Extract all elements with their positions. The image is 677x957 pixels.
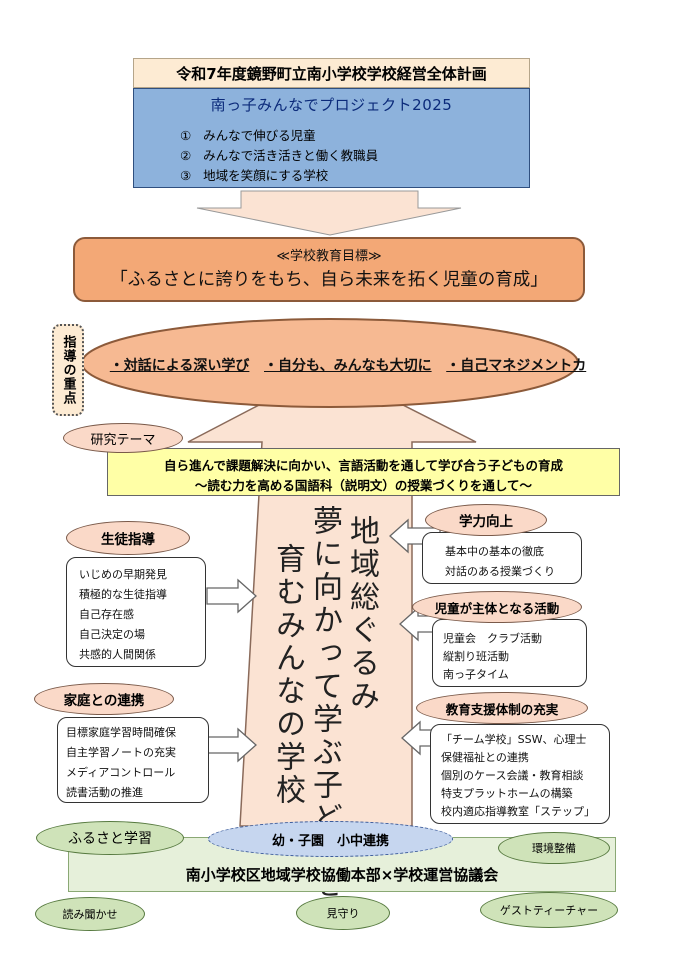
support-title: 教育支援体制の充実 (416, 692, 588, 724)
environment-oval: 環境整備 (498, 832, 610, 864)
research-theme-line2: ～読む力を高める国語科（説明文）の授業づくりを通して～ (194, 478, 533, 493)
down-arrow (196, 190, 462, 236)
list-item: 自己決定の場 (79, 628, 145, 641)
project-item-text: みんなで活き活きと働く教職員 (203, 148, 379, 163)
list-item: いじめの早期発見 (79, 568, 167, 581)
student-led-title: 児童が主体となる活動 (412, 591, 582, 623)
academic-list: 基本中の基本の徹底 対話のある授業づくり (422, 532, 582, 584)
project-title: 南っ子みんなでプロジェクト2025 (210, 96, 453, 114)
list-item: 基本中の基本の徹底 (445, 545, 544, 558)
list-item: 縦割り班活動 (443, 650, 509, 663)
central-text-col3: 育むみんなの学校 (270, 543, 305, 807)
list-item: 児童会 クラブ活動 (443, 632, 542, 645)
focus-item: ・自己マネジメントカ (446, 358, 587, 374)
focus-items: ・対話による深い学び ・自分も、みんなも大切に ・自己マネジメントカ (88, 355, 608, 375)
goal-label: ≪学校教育目標≫ (276, 249, 382, 264)
list-item: メディアコントロール (66, 766, 176, 779)
project-item-number: ③ (180, 168, 192, 183)
list-item: 共感的人間関係 (79, 648, 156, 661)
arrow-right-guidance (206, 578, 257, 614)
family-list: 目標家庭学習時間確保 自主学習ノートの充実 メディアコントロール 読書活動の推進 (57, 717, 209, 803)
project-item-number: ① (180, 128, 192, 143)
research-theme-line1: 自ら進んで課題解決に向かい、言語活動を通して学び合う子どもの育成 (163, 458, 563, 473)
list-item: 特支プラットホームの構築 (441, 787, 573, 800)
list-item: 積極的な生徒指導 (79, 588, 167, 601)
guest-teacher-oval: ゲストティーチャー (480, 892, 618, 928)
furusato-oval: ふるさと学習 (36, 821, 184, 855)
plan-title: 令和7年度鏡野町立南小学校学校経営全体計画 (133, 58, 530, 88)
support-list: 「チーム学校」SSW、心理士 保健福祉との連携 個別のケース会議・教育相談 特支… (430, 724, 610, 824)
list-item: 目標家庭学習時間確保 (66, 726, 176, 739)
list-item: 保健福祉との連携 (441, 751, 529, 764)
school-goal-box: ≪学校教育目標≫ 「ふるさとに誇りをもち、自ら未来を拓く児童の育成」 (73, 237, 585, 302)
project-item-text: 地域を笑顔にする学校 (203, 168, 329, 183)
focus-item: ・対話による深い学び (109, 358, 250, 374)
list-item: 「チーム学校」SSW、心理士 (441, 733, 587, 746)
list-item: 個別のケース会議・教育相談 (441, 769, 584, 782)
project-box: 南っ子みんなでプロジェクト2025 ① みんなで伸びる児童 ② みんなで活き活き… (133, 88, 530, 188)
focus-item: ・自分も、みんなも大切に (264, 358, 432, 374)
project-item: ② みんなで活き活きと働く教職員 (180, 145, 378, 164)
academic-title: 学力向上 (425, 504, 547, 536)
research-theme-tag: 研究テーマ (63, 423, 183, 453)
list-item: 読書活動の推進 (66, 786, 143, 799)
arrow-right-family (206, 727, 257, 763)
family-title: 家庭との連携 (34, 683, 174, 715)
goal-text: 「ふるさとに誇りをもち、自ら未来を拓く児童の育成」 (110, 270, 548, 290)
student-guidance-list: いじめの早期発見 積極的な生徒指導 自己存在感 自己決定の場 共感的人間関係 (66, 557, 206, 667)
community-title: 南小学校区地域学校協働本部×学校運営協議会 (185, 866, 499, 884)
project-item-number: ② (180, 148, 192, 163)
project-item: ① みんなで伸びる児童 (180, 125, 316, 144)
list-item: 校内適応指導教室「ステップ」 (441, 805, 595, 818)
research-theme-box: 自ら進んで課題解決に向かい、言語活動を通して学び合う子どもの育成 ～読む力を高め… (107, 448, 620, 496)
student-led-list: 児童会 クラブ活動 縦割り班活動 南っ子タイム (432, 619, 587, 687)
reading-aloud-oval: 読み聞かせ (35, 897, 145, 931)
student-guidance-title: 生徒指導 (66, 521, 190, 555)
list-item: 自己存在感 (79, 608, 134, 621)
central-text-col1: 地域総ぐるみ (344, 515, 379, 713)
project-item-text: みんなで伸びる児童 (203, 128, 316, 143)
project-item: ③ 地域を笑顔にする学校 (180, 165, 328, 184)
list-item: 対話のある授業づくり (445, 565, 555, 578)
kinder-liaison-oval: 幼・子園 小中連携 (208, 821, 453, 857)
list-item: 南っ子タイム (443, 668, 509, 681)
focus-tag: 指導の重点 (52, 324, 84, 416)
list-item: 自主学習ノートの充実 (66, 746, 176, 759)
watching-oval: 見守り (296, 896, 390, 930)
